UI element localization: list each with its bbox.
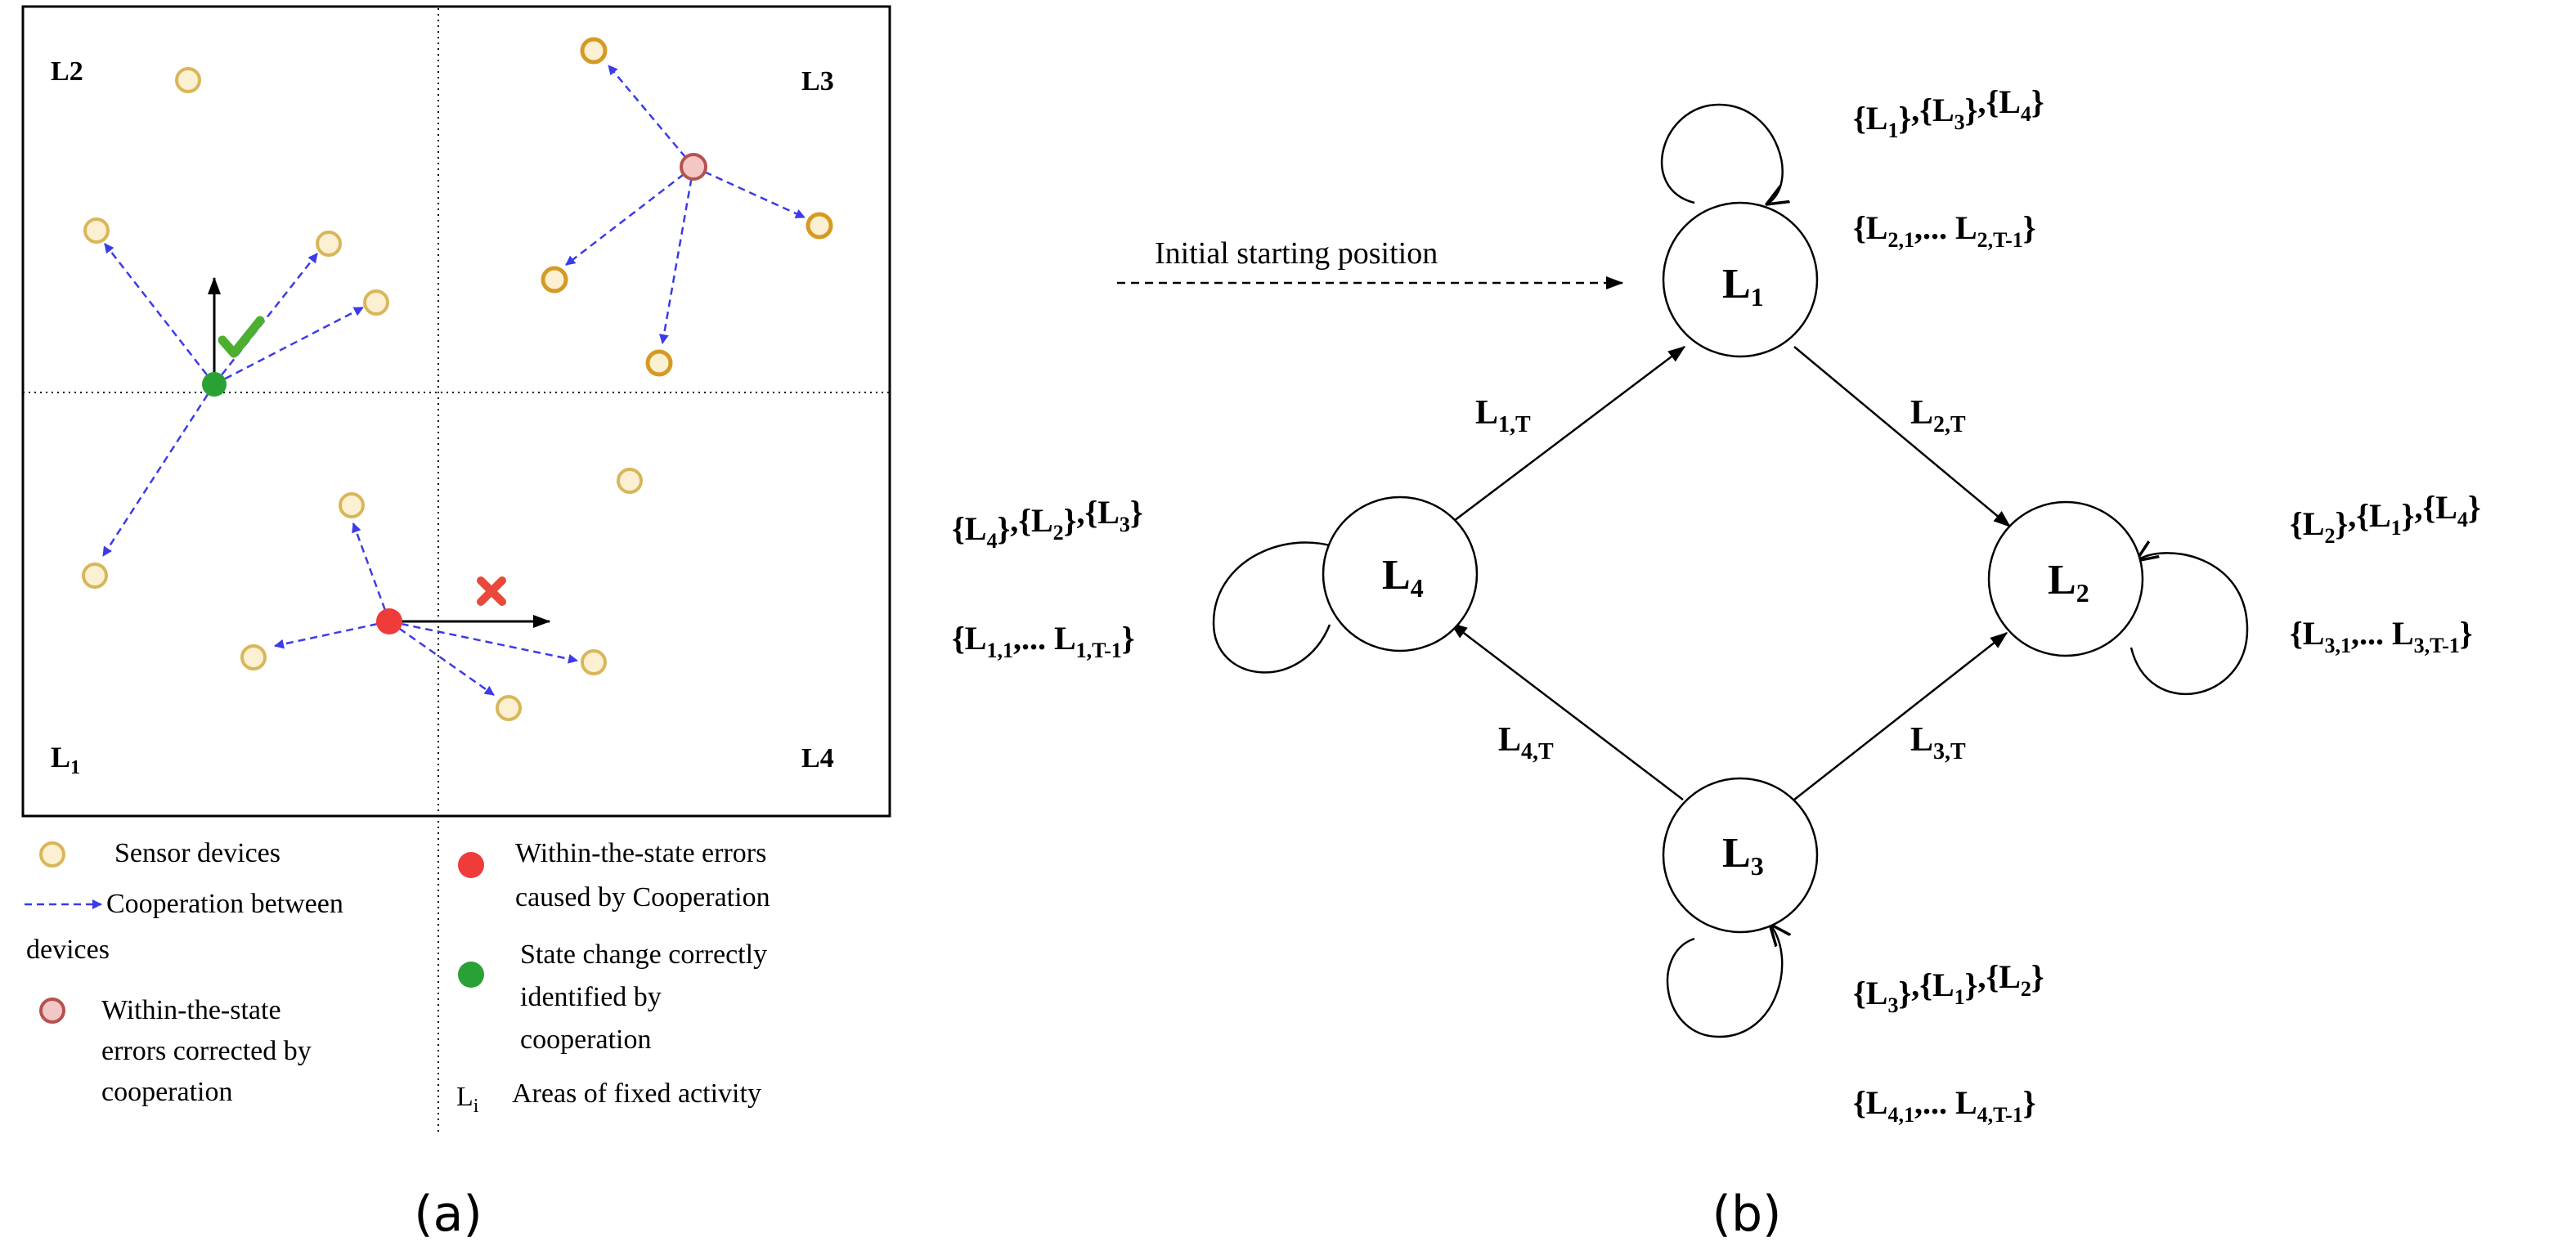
sensor-device (580, 37, 608, 65)
self-loop-label-l3-range: {L4,1,... L4,T-1} (1853, 1084, 2036, 1127)
state-label-l4: L4 (1382, 552, 1424, 603)
coop-arrow (213, 306, 364, 386)
self-loop-l4 (1212, 543, 1353, 674)
sensor-device (581, 649, 607, 675)
self-loop-label-l4-range: {L1,1,... L1,T-1} (952, 620, 1135, 662)
panel-a: L2 L3 L1 L4 (21, 5, 891, 1242)
sensor-device (496, 695, 522, 721)
cooperation-arrows (101, 65, 806, 697)
self-loop-label-l4-sets: {L4},{L2},{L3} (952, 494, 1143, 553)
sensor-device (363, 289, 389, 316)
sensor-device (316, 231, 342, 257)
initial-position-label: Initial starting position (1155, 236, 1438, 271)
state-l3: L3 (1662, 777, 1819, 934)
sensor-devices-l3 (541, 37, 833, 377)
state-label-l1: L1 (1722, 261, 1764, 312)
transition-label-l4t: L4,T (1498, 721, 1554, 764)
legend-coop-label-2: devices (26, 935, 110, 965)
state-change-device (202, 372, 227, 397)
coop-arrow (104, 243, 215, 385)
self-loop-label-l1-sets: {L1},{L3},{L4} (1853, 83, 2044, 142)
state-l1: L1 (1662, 201, 1819, 358)
legend-corrected-label-3: cooperation (101, 1077, 233, 1107)
cross-icon (477, 576, 506, 606)
checkmark-icon (218, 316, 265, 358)
sensor-device (645, 349, 673, 377)
legend-areas-label: Areas of fixed activity (512, 1078, 761, 1109)
legend-error-swatch (458, 852, 484, 878)
coop-arrow (213, 253, 318, 385)
quadrant-label-l2: L2 (51, 56, 83, 87)
coop-arrow (565, 166, 694, 266)
legend-corrected-swatch (39, 998, 65, 1024)
sensor-device (617, 468, 643, 494)
self-loop-label-l1-range: {L2,1,... L2,T-1} (1853, 209, 2036, 252)
transition-label-l2t: L2,T (1910, 394, 1966, 437)
sensor-device (806, 212, 833, 240)
state-l2: L2 (1987, 500, 2144, 657)
error-device (376, 608, 402, 634)
legend-error-label-1: Within-the-state errors (515, 838, 766, 868)
sensor-device (175, 67, 201, 93)
legend-corrected-label-2: errors corrected by (101, 1036, 312, 1066)
legend-areas-symbol: Li (456, 1082, 479, 1117)
self-loop-labels: {L1},{L3},{L4} {L2,1,... L2,T-1} {L2},{L1}… (952, 83, 2481, 1127)
coop-arrow (388, 620, 578, 664)
coop-arrow (274, 620, 390, 649)
panel-b: Initial starting position L1 L2 L3 L4 (952, 83, 2481, 1242)
legend-corrected-label-1: Within-the-state (101, 995, 281, 1025)
coop-arrow (608, 65, 694, 168)
state-label-l3: L3 (1722, 830, 1764, 881)
coop-arrow (658, 166, 695, 344)
sensor-device (240, 644, 267, 670)
coop-arrow (101, 383, 216, 557)
caption-a: (a) (414, 1186, 482, 1242)
legend-change-swatch (458, 962, 484, 988)
self-loop-l3 (1666, 924, 1782, 1038)
transition-label-l3t: L3,T (1910, 721, 1966, 764)
transition-arrow-l4-l1 (1450, 346, 1686, 524)
legend-change-label-1: State change correctly (520, 939, 767, 970)
legend-change-label-2: identified by (520, 982, 662, 1012)
sensor-device (339, 492, 365, 518)
self-loop-label-l2-range: {L3,1,... L3,T-1} (2290, 615, 2473, 657)
legend-error-label-2: caused by Cooperation (515, 882, 770, 912)
transition-arrow-l3-l4 (1449, 622, 1684, 800)
transition-arrow-l1-l2 (1793, 346, 2012, 527)
legend: Sensor devices Cooperation between devic… (25, 838, 770, 1117)
legend-sensor-label: Sensor devices (114, 838, 280, 868)
panel-a-frame (21, 5, 891, 818)
quadrant-label-l4: L4 (801, 743, 834, 773)
caption-b: (b) (1712, 1186, 1782, 1242)
coop-arrow (388, 620, 495, 697)
legend-coop-label-1: Cooperation between (106, 889, 343, 919)
transition-label-l1t: L1,T (1475, 394, 1531, 437)
sensor-device (83, 217, 110, 244)
self-loop-label-l2-sets: {L2},{L1},{L4} (2290, 489, 2481, 548)
self-loop-l1 (1661, 103, 1783, 204)
quadrant-label-l1: L1 (51, 741, 80, 778)
legend-sensor-swatch (39, 841, 65, 868)
coop-arrow (693, 165, 806, 219)
quadrant-label-l3: L3 (801, 66, 834, 96)
state-l4: L4 (1322, 495, 1479, 652)
sensor-device (541, 266, 568, 294)
self-loop-l2 (2129, 553, 2249, 696)
transition-arrow-l3-l2 (1793, 632, 2008, 800)
sensor-devices (82, 67, 643, 721)
state-label-l2: L2 (2048, 557, 2089, 608)
self-loop-label-l3-sets: {L3},{L1},{L2} (1853, 958, 2044, 1017)
coop-arrow (352, 522, 391, 622)
corrected-device (680, 153, 707, 181)
legend-change-label-3: cooperation (520, 1025, 652, 1055)
sensor-device (82, 563, 108, 589)
